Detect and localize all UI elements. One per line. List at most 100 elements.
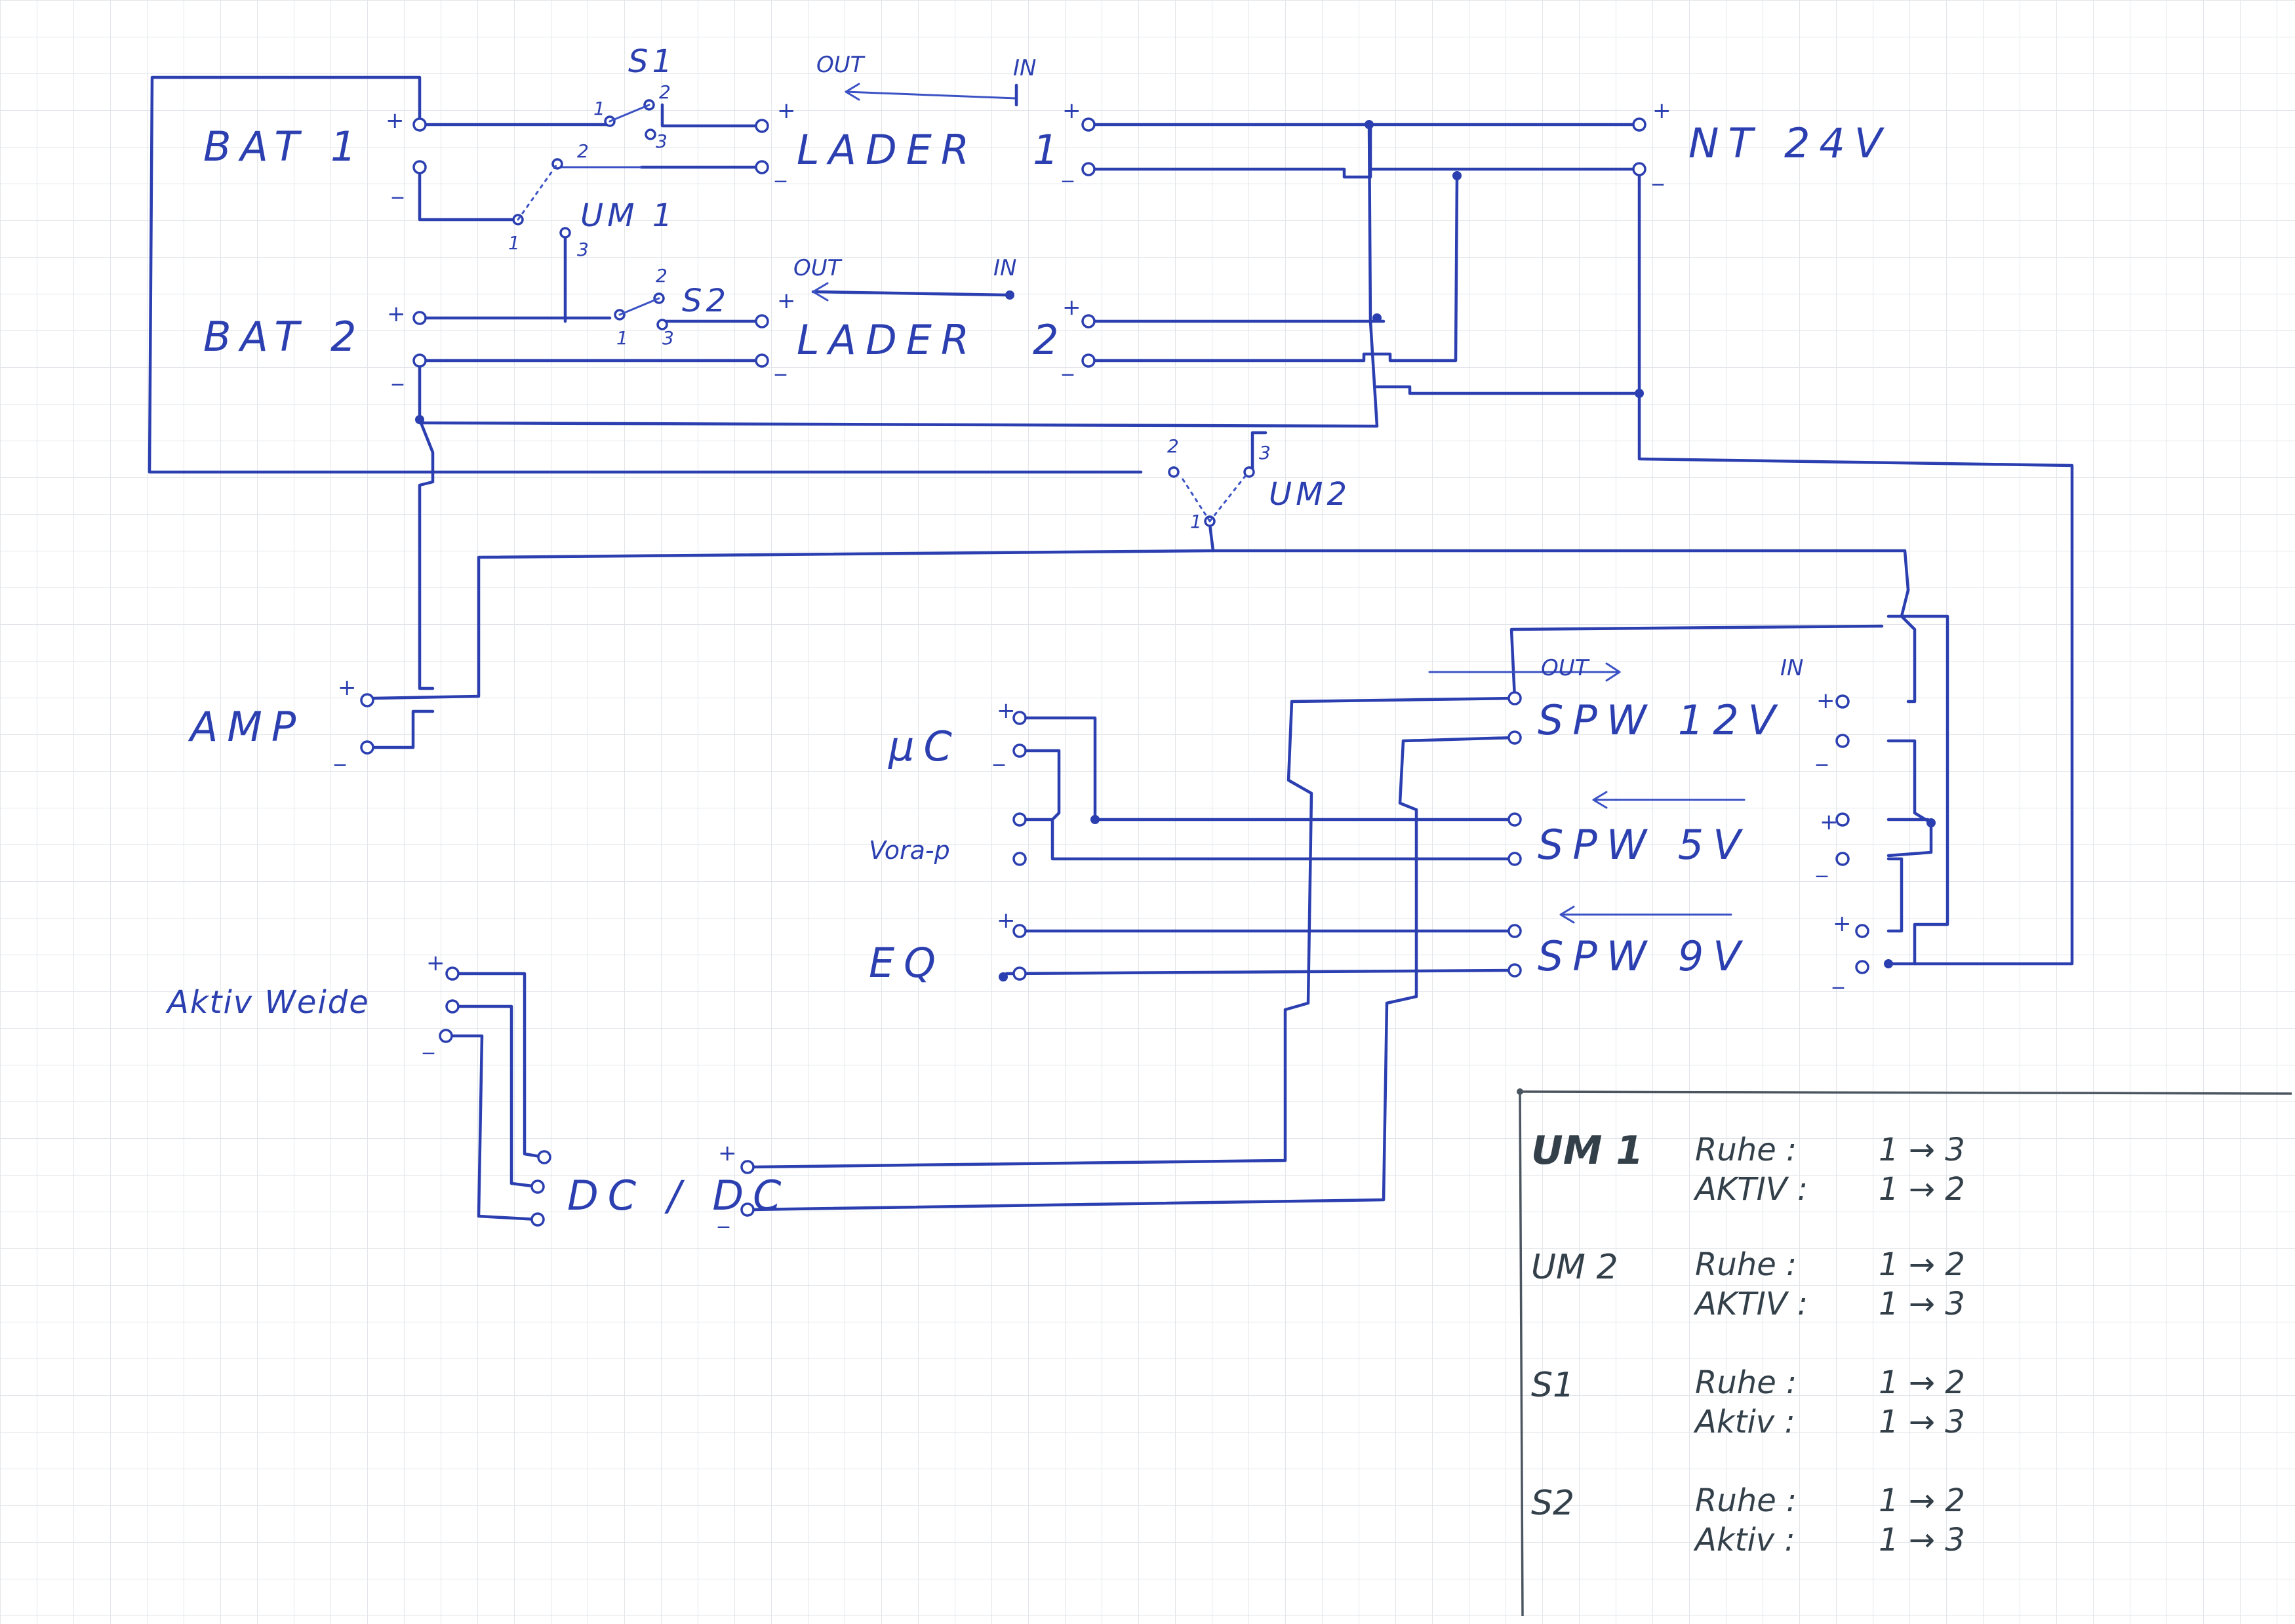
legend-state-value: 1 → 3 — [1879, 1132, 1965, 1168]
lader2-label: LADER — [797, 316, 978, 364]
legend-state-value: 1 → 2 — [1879, 1171, 1965, 1208]
switch-s2: S2 2 1 3 — [614, 265, 730, 349]
component-labels: BAT 1 BAT 2 LADER 1 LADER 2 NT 24V AMP S… — [165, 119, 1891, 1219]
wires — [148, 75, 2074, 1221]
vorap-label: Vora-p — [869, 836, 950, 865]
s1-label: S1 — [628, 43, 676, 80]
minus-mark: _ — [1816, 852, 1828, 878]
aktiv-weide-label: Aktiv Weide — [165, 984, 370, 1021]
lader2-out-label: OUT — [793, 255, 843, 281]
arrow-spw12: OUT IN — [1428, 655, 1803, 682]
um2-pin-1: 1 — [1190, 511, 1202, 532]
lader2-number: 2 — [1033, 316, 1068, 364]
plus-mark: + — [777, 288, 796, 314]
legend-rows: UM 1 Ruhe : 1 → 3 AKTIV : 1 → 2 UM 2 Ruhe : 1 →… — [1531, 1128, 1965, 1558]
legend-table — [1517, 1088, 2292, 1617]
minus-mark: _ — [717, 1202, 730, 1229]
lader2-in-label: IN — [993, 255, 1016, 281]
legend-state-value: 1 → 3 — [1879, 1286, 1965, 1322]
plus-mark: + — [386, 108, 405, 134]
s2-pin-2: 2 — [656, 265, 668, 287]
plus-mark: + — [777, 98, 796, 124]
s2-label: S2 — [682, 283, 730, 319]
s1-pin-1: 1 — [593, 98, 605, 119]
legend-state-label: Ruhe : — [1695, 1132, 1797, 1168]
um1-pin-3: 3 — [577, 239, 589, 260]
plus-mark: + — [1652, 98, 1671, 124]
minus-mark: _ — [993, 740, 1005, 766]
plus-mark: + — [1820, 809, 1839, 835]
plus-mark: + — [1062, 294, 1081, 321]
minus-mark: _ — [391, 360, 404, 386]
amp-label: AMP — [188, 703, 305, 751]
lader1-number: 1 — [1033, 126, 1068, 174]
uc-label: µC — [888, 723, 961, 770]
minus-mark: _ — [1652, 160, 1664, 186]
spw12-out-label: OUT — [1541, 655, 1590, 681]
minus-mark: _ — [1816, 740, 1828, 766]
legend-state-label: AKTIV : — [1693, 1171, 1808, 1208]
minus-mark: _ — [422, 1029, 435, 1055]
s2-pin-3: 3 — [662, 327, 674, 349]
minus-mark: _ — [774, 350, 787, 376]
minus-mark: _ — [391, 173, 404, 199]
um2-pin-2: 2 — [1167, 435, 1179, 457]
plus-mark: + — [997, 698, 1016, 724]
lader1-in-label: IN — [1013, 55, 1036, 81]
minus-mark: _ — [1062, 157, 1074, 183]
um1-label: UM 1 — [580, 197, 676, 234]
legend-state-label: Aktiv : — [1693, 1522, 1795, 1558]
legend-state-label: AKTIV : — [1693, 1286, 1808, 1322]
plus-mark: + — [718, 1140, 737, 1166]
legend-switch-name: UM 1 — [1531, 1128, 1643, 1174]
legend-state-value: 1 → 2 — [1879, 1246, 1965, 1283]
terminals — [360, 117, 1869, 1227]
um2-label: UM2 — [1269, 476, 1351, 513]
spw9-label: SPW 9V — [1538, 932, 1750, 980]
lader1-label: LADER — [797, 126, 978, 174]
arrow-spw5 — [1592, 791, 1746, 809]
legend-switch-name: S2 — [1531, 1484, 1574, 1523]
legend-state-value: 1 → 2 — [1879, 1482, 1965, 1519]
plus-mark: + — [997, 907, 1016, 934]
bat2-label: BAT 2 — [203, 313, 365, 361]
legend-state-label: Ruhe : — [1695, 1364, 1797, 1401]
plus-mark: + — [1062, 98, 1081, 124]
junction-dots — [415, 120, 1936, 981]
minus-mark: _ — [1832, 963, 1845, 989]
legend-state-value: 1 → 3 — [1879, 1522, 1965, 1558]
plus-mark: + — [338, 675, 357, 701]
s1-pin-2: 2 — [659, 81, 671, 103]
switch-um1: UM 1 2 1 3 — [508, 140, 676, 260]
switch-s1: S1 1 2 3 — [593, 43, 676, 152]
legend-state-label: Aktiv : — [1693, 1404, 1795, 1440]
legend-switch-name: UM 2 — [1531, 1248, 1618, 1287]
plus-mark: + — [1816, 688, 1835, 714]
um2-pin-3: 3 — [1259, 442, 1271, 464]
s2-pin-1: 1 — [616, 327, 628, 349]
legend-state-value: 1 → 3 — [1879, 1404, 1965, 1440]
plus-mark: + — [426, 950, 445, 976]
nt-label: NT 24V — [1688, 119, 1891, 167]
dcdc-label: DC / DC — [567, 1172, 790, 1219]
um1-pin-1: 1 — [508, 232, 520, 254]
minus-mark: _ — [334, 740, 346, 766]
spw5-label: SPW 5V — [1538, 821, 1750, 869]
minus-mark: _ — [1062, 350, 1074, 376]
legend-state-label: Ruhe : — [1695, 1246, 1797, 1283]
bat1-label: BAT 1 — [203, 123, 365, 170]
legend-state-label: Ruhe : — [1695, 1482, 1797, 1519]
plus-mark: + — [1833, 911, 1852, 937]
arrow-spw9 — [1559, 905, 1732, 924]
legend-state-value: 1 → 2 — [1879, 1364, 1965, 1401]
s1-pin-3: 3 — [656, 130, 668, 152]
plus-mark: + — [387, 301, 406, 327]
arrow-lader2: OUT IN — [793, 255, 1016, 302]
legend-switch-name: S1 — [1531, 1366, 1574, 1405]
spw12-in-label: IN — [1780, 655, 1803, 681]
um1-pin-2: 2 — [577, 140, 589, 162]
polarity-marks: + _ + _ + _ + _ + _ + _ + _ + _ + _ + _ … — [334, 98, 1852, 1229]
minus-mark: _ — [774, 157, 787, 183]
